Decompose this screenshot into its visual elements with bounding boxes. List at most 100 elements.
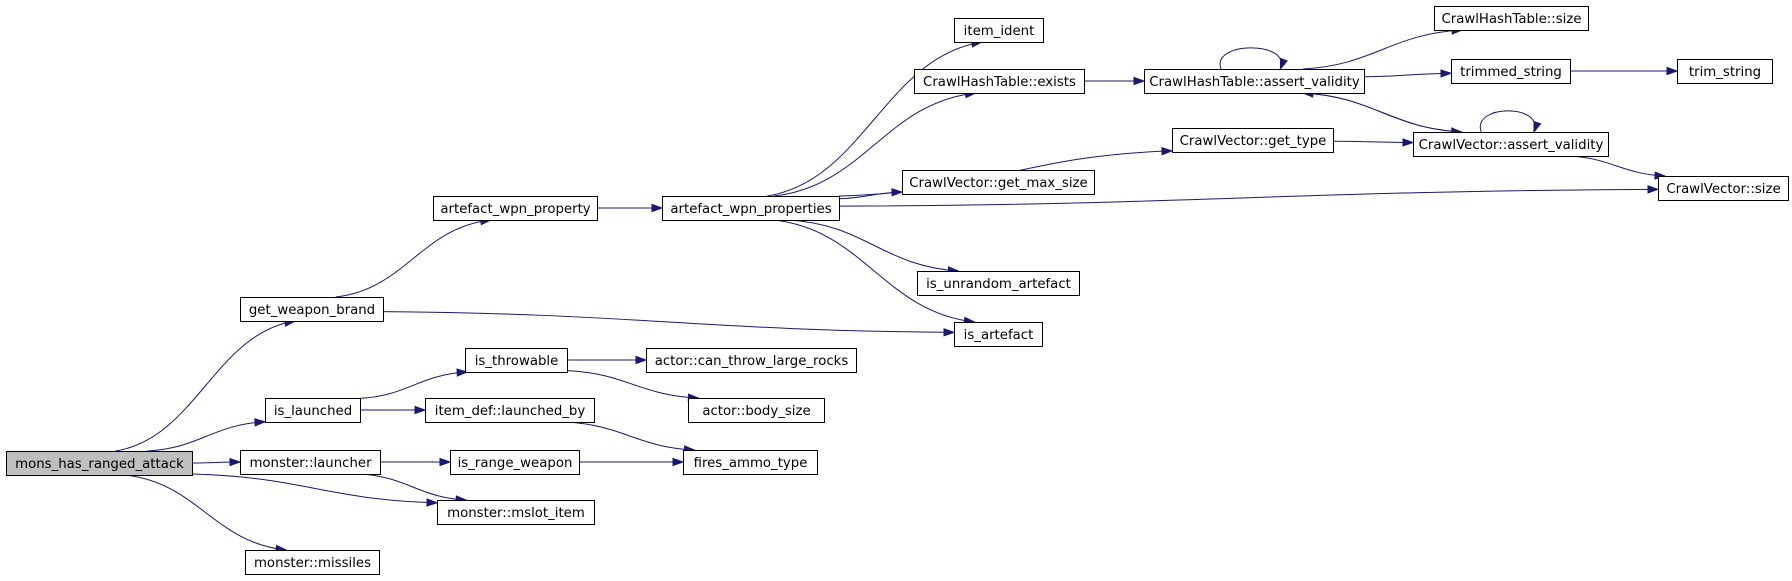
edge-line: [1332, 140, 1414, 143]
node-label: is_throwable: [475, 354, 559, 369]
arrow-head: [1666, 66, 1679, 76]
edge-mons_has_ranged_attack-to-monster_mslot_item: [191, 473, 439, 507]
edge-line: [1363, 72, 1452, 78]
node-box: [917, 271, 1080, 296]
arrow-head: [426, 498, 439, 507]
node-label: is_launched: [274, 404, 352, 419]
node-label: get_weapon_brand: [249, 303, 375, 318]
node-is-unrandom-artefact[interactable]: is_unrandom_artefact: [917, 271, 1080, 296]
node-label: item_def::launched_by: [435, 404, 586, 419]
node-label: actor::can_throw_large_rocks: [655, 354, 849, 369]
edge-crawlhashtable_exists-to-crawlhashtable_assert_validity: [1084, 76, 1146, 86]
node-crawlvector-size[interactable]: CrawlVector::size: [1658, 176, 1789, 201]
node-label: CrawlHashTable::assert_validity: [1149, 75, 1360, 90]
node-monster-mslot-item[interactable]: monster::mslot_item: [437, 500, 595, 525]
edge-line: [147, 421, 266, 452]
node-crawlvector-assert-validity[interactable]: CrawlVector::assert_validity: [1413, 132, 1609, 157]
node-artefact-wpn-properties[interactable]: artefact_wpn_properties: [662, 196, 840, 221]
arrow-head: [414, 405, 427, 415]
edge-line: [564, 421, 695, 451]
node-actor-can-throw-large-rocks[interactable]: actor::can_throw_large_rocks: [646, 348, 857, 373]
node-is-throwable[interactable]: is_throwable: [465, 348, 568, 373]
node-item-def-launched-by[interactable]: item_def::launched_by: [425, 398, 595, 423]
edge-line: [773, 92, 976, 197]
node-crawlvector-get-max-size[interactable]: CrawlVector::get_max_size: [902, 170, 1095, 195]
node-monster-launcher[interactable]: monster::launcher: [240, 450, 381, 475]
edge-trimmed_string-to-trim_string: [1570, 66, 1679, 76]
arrow-head: [672, 457, 685, 467]
node-actor-body-size[interactable]: actor::body_size: [688, 398, 825, 423]
edge-is_throwable-to-actor_body_size: [566, 370, 700, 402]
node-is-artefact[interactable]: is_artefact: [954, 322, 1043, 347]
edge-line: [335, 219, 491, 298]
edge-line: [191, 473, 438, 504]
node-label: is_unrandom_artefact: [926, 277, 1071, 292]
node-crawlhashtable-exists[interactable]: CrawlHashTable::exists: [914, 69, 1085, 94]
node-box: [1677, 59, 1773, 84]
edge-crawlvector_assert_validity-to-crawlvector_size: [1568, 155, 1667, 180]
edge-artefact_wpn_properties-to-is_unrandom_artefact: [790, 219, 960, 275]
node-item-ident[interactable]: item_ident: [954, 18, 1044, 43]
node-box: [265, 398, 361, 423]
node-box: [240, 450, 381, 475]
node-is-range-weapon[interactable]: is_range_weapon: [450, 450, 580, 475]
node-crawlhashtable-size[interactable]: CrawlHashTable::size: [1434, 6, 1589, 31]
arrow-head: [1133, 76, 1146, 86]
arrow-head: [651, 203, 664, 213]
node-label: actor::body_size: [702, 404, 810, 419]
node-fires-ammo-type[interactable]: fires_ammo_type: [683, 450, 818, 475]
node-artefact-wpn-property[interactable]: artefact_wpn_property: [433, 196, 598, 221]
arrow-head: [943, 328, 956, 337]
node-box: [1434, 6, 1589, 31]
node-label: monster::mslot_item: [447, 506, 585, 521]
node-trimmed-string[interactable]: trimmed_string: [1451, 59, 1571, 84]
arrow-head: [1161, 147, 1174, 156]
node-box: [662, 196, 840, 221]
node-box: [1658, 176, 1789, 201]
edges-layer: [115, 26, 1679, 554]
node-box: [437, 500, 595, 525]
edge-line: [124, 474, 287, 551]
edge-crawlhashtable_assert_validity-to-crawlhashtable_size: [1302, 26, 1464, 70]
arrow-head: [254, 418, 267, 427]
node-is-launched[interactable]: is_launched: [265, 398, 361, 423]
edge-crawlvector_assert_validity-to-crawlhashtable_assert_validity: [1301, 89, 1462, 133]
node-get-weapon-brand[interactable]: get_weapon_brand: [240, 297, 384, 322]
node-box: [465, 348, 568, 373]
edge-line: [1219, 47, 1282, 70]
node-box: [914, 69, 1085, 94]
node-label: CrawlVector::size: [1666, 182, 1780, 197]
edge-line: [1568, 155, 1666, 177]
node-box: [1451, 59, 1571, 84]
arrow-head: [1440, 69, 1453, 78]
node-box: [1413, 132, 1609, 157]
node-box: [1172, 128, 1334, 153]
edge-crawlhashtable_assert_validity-to-trimmed_string: [1363, 69, 1453, 78]
edge-monster_launcher-to-is_range_weapon: [380, 457, 452, 467]
node-crawlhashtable-assert-validity[interactable]: CrawlHashTable::assert_validity: [1144, 69, 1365, 94]
node-monster-missiles[interactable]: monster::missiles: [245, 550, 380, 575]
node-box: [954, 322, 1043, 347]
edge-is_throwable-to-actor_can_throw_large_rocks: [567, 355, 648, 365]
node-label: trim_string: [1689, 65, 1761, 80]
node-crawlvector-get-type[interactable]: CrawlVector::get_type: [1172, 128, 1334, 153]
arrow-head: [1402, 138, 1415, 147]
arrow-head: [1533, 120, 1542, 134]
nodes-layer: mons_has_ranged_attackget_weapon_brandis…: [6, 6, 1789, 575]
edge-line: [767, 41, 982, 197]
node-box: [425, 398, 595, 423]
edge-line: [359, 371, 468, 399]
node-trim-string[interactable]: trim_string: [1677, 59, 1773, 84]
edge-line: [359, 473, 467, 501]
node-box: [1144, 69, 1365, 94]
arrow-head: [456, 368, 469, 377]
node-label: CrawlVector::get_type: [1180, 134, 1327, 149]
edge-crawlvector_assert_validity-to-crawlvector_assert_validity: [1479, 110, 1542, 134]
edge-artefact_wpn_property-to-artefact_wpn_properties: [596, 203, 664, 213]
edge-get_weapon_brand-to-artefact_wpn_property: [335, 216, 493, 298]
node-box: [954, 18, 1044, 43]
edge-line: [774, 219, 975, 323]
node-mons-has-ranged-attack[interactable]: mons_has_ranged_attack: [6, 451, 193, 476]
edge-artefact_wpn_properties-to-crawlvector_size: [838, 185, 1660, 207]
